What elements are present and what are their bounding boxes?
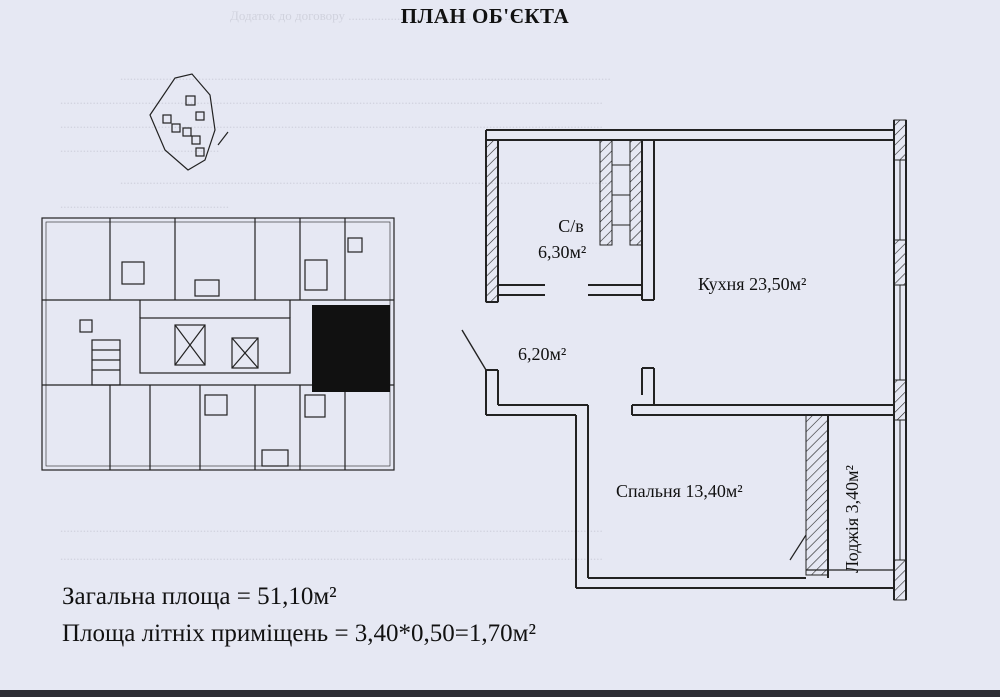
wc-area: 6,30м² [538,242,587,262]
hall-area: 6,20м² [518,344,567,364]
highlighted-apartment [312,305,390,392]
loggia-label: Лоджія 3,40м² [842,465,862,573]
kitchen-label: Кухня 23,50м² [698,274,807,294]
summer-area-line: Площа літніх приміщень = 3,40*0,50=1,70м… [62,620,536,647]
bedroom-label: Спальня 13,40м² [616,481,743,501]
total-area-line: Загальна площа = 51,10м² [62,583,337,610]
screen-bottom-edge [0,690,1000,697]
building-floor-plan [41,217,395,471]
site-orientation-diagram [149,73,229,171]
page-title: ПЛАН ОБ'ЄКТА [400,4,570,28]
wc-name: С/в [558,216,584,236]
apartment-plan [461,119,907,601]
